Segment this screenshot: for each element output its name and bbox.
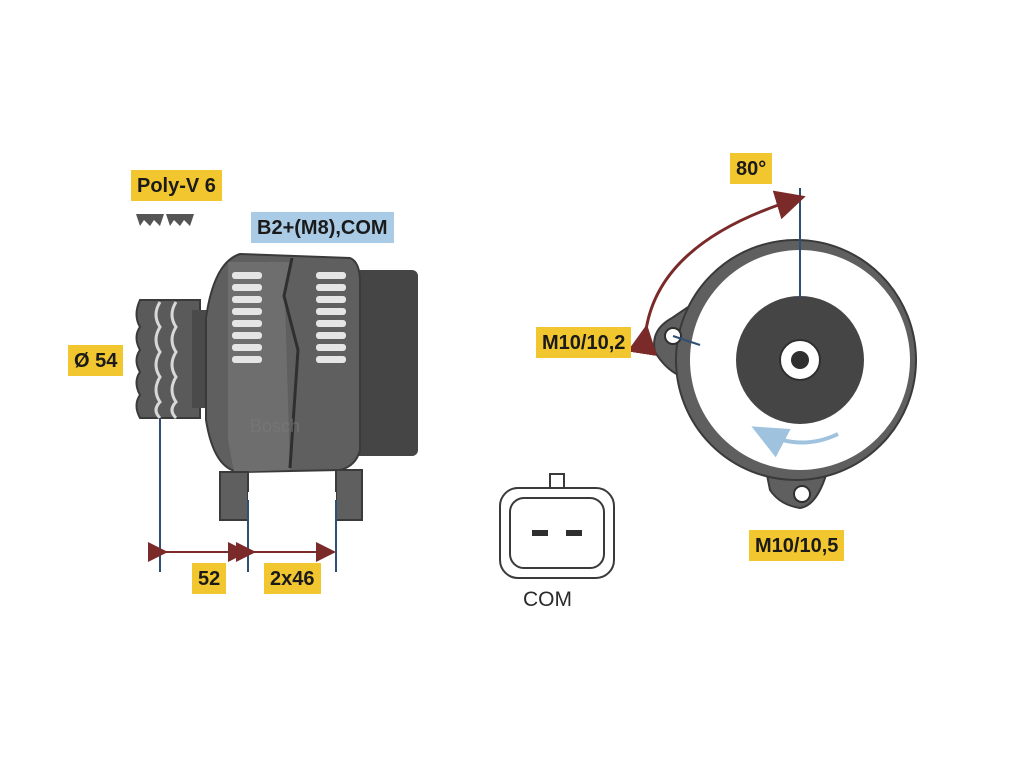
rotation-arrow-icon [751,426,839,458]
angle-label: 80° [730,153,773,184]
poly-v-profile-icon [136,214,194,226]
pulley [135,299,210,420]
rear-cover [350,270,418,456]
connector-pin [532,530,548,536]
housing: Bosch [205,252,363,521]
upper-mount-label: M10/10,2 [536,327,632,358]
dimension-52-label: 52 [192,563,227,594]
shaft-center [791,351,809,369]
connector [499,473,615,579]
lower-mount-hole [793,485,811,503]
connector-pin [566,530,582,536]
dimension-2x46-label: 2x46 [264,563,321,594]
connector-label: COM [523,588,572,611]
angle-arc [627,190,806,357]
front-view [627,188,917,510]
pulley-diameter-label: Ø 54 [68,345,124,376]
lower-mount-label: M10/10,5 [749,530,845,561]
watermark-text: Bosch [250,416,300,436]
terminal-label: B2+(M8),COM [251,212,394,243]
side-view: Bosch [135,214,418,572]
belt-type-label: Poly-V 6 [131,170,222,201]
